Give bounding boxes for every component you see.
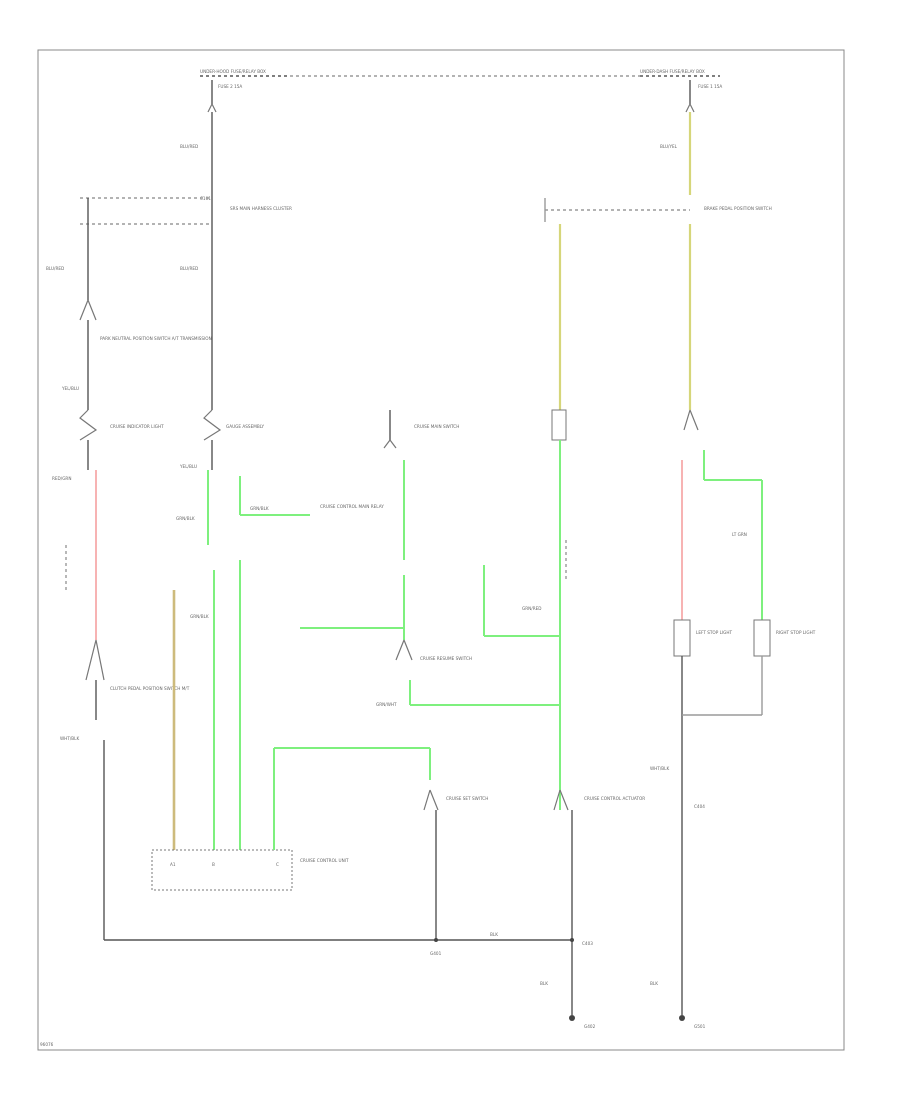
relay-brake: BRAKE PEDAL POSITION SWITCH: [704, 206, 772, 211]
brake-switch-right: LT GRN: [681, 409, 763, 620]
wire-yel-blu-2: YEL/BLU: [179, 464, 197, 469]
wire-blu-red-top: BLU/RED: [180, 144, 198, 149]
wire-grn-blk: GRN/BLK: [250, 506, 269, 511]
ground-g501: G501: [694, 1024, 706, 1029]
left-feed: BLU/RED C101 SRS MAIN HARNESS CLUSTER BL…: [180, 80, 292, 410]
wire-blu-red-left: BLU/RED: [180, 266, 198, 271]
park-neutral-switch: PARK NEUTRAL POSITION SWITCH A/T TRANSMI…: [61, 299, 212, 410]
fuse-bus: UNDER-HOOD FUSE/RELAY BOX UNDER-DASH FUS…: [200, 69, 722, 89]
conn-c404: C404: [694, 804, 705, 809]
control-unit-feed: GRN/BLK: [172, 560, 241, 850]
conn-c101: C101: [200, 196, 211, 201]
fuse-box-right-label: UNDER-DASH FUSE/RELAY BOX: [640, 69, 705, 74]
cluster-right: CLUTCH PEDAL POSITION SWITCH M/T: [110, 686, 190, 691]
conn-c403: C403: [582, 941, 593, 946]
switch-park: PARK NEUTRAL POSITION SWITCH A/T TRANSMI…: [100, 336, 212, 341]
wire-wht-blk-2: WHT/BLK: [650, 766, 669, 771]
left-dashed-bus: BLU/RED: [46, 197, 212, 300]
wire-red-grn: RED/GRN: [52, 476, 71, 481]
pin-a: A1: [170, 862, 176, 867]
ground-bus: BLK C403 G401 BLK BLK G402 G501 C404: [104, 804, 706, 1029]
center-green-trunk: GRN/RED CRUISE CONTROL ACTUATOR: [483, 440, 645, 1015]
lamp-indicator: CRUISE INDICATOR LIGHT: [110, 424, 164, 429]
wire-blu-yel-top: BLU/YEL: [660, 144, 678, 149]
wire-grn-blk-2: GRN/BLK: [176, 516, 195, 521]
wire-lt-grn: LT GRN: [732, 532, 747, 537]
wire-grn-red: GRN/RED: [522, 606, 541, 611]
pin-c: C: [276, 862, 279, 867]
ground-g402: G402: [584, 1024, 596, 1029]
pin-b: B: [212, 862, 215, 867]
module-control: CRUISE CONTROL UNIT: [300, 858, 349, 863]
wire-wht-blk: WHT/BLK: [60, 736, 79, 741]
cruise-main-switch-column: CRUISE MAIN SWITCH CRUISE RESUME SWITCH …: [300, 410, 560, 707]
wire-grn-wht: GRN/WHT: [376, 702, 397, 707]
green-branch-upper: GRN/BLK CRUISE CONTROL MAIN RELAY GRN/BL…: [176, 470, 384, 545]
wire-blk-3: BLK: [650, 981, 658, 986]
wire-yel-blu: YEL/BLU: [61, 386, 79, 391]
lamp-gauge: GAUGE ASSEMBLY: [226, 424, 264, 429]
ground-g401: G401: [430, 951, 442, 956]
wire-blk: BLK: [490, 932, 498, 937]
fuse-box-left-label: UNDER-HOOD FUSE/RELAY BOX: [200, 69, 266, 74]
fuse-right-label: FUSE 1 15A: [698, 84, 722, 89]
wire-blu-red-mid: BLU/RED: [46, 266, 64, 271]
switch-resume: CRUISE RESUME SWITCH: [420, 656, 472, 661]
switch-set: CRUISE SET SWITCH: [446, 796, 488, 801]
lamp-stop-right: RIGHT STOP LIGHT: [776, 630, 816, 635]
relay-power: CRUISE CONTROL MAIN RELAY: [320, 504, 384, 509]
cruise-control-unit: CRUISE CONTROL UNIT A1 B C: [103, 740, 349, 940]
page-code: 96076: [40, 1042, 54, 1047]
diagram-border: [37, 49, 845, 1051]
switch-cruise-main: CRUISE MAIN SWITCH: [414, 424, 459, 429]
cluster-left: CRUISE CONTROL ACTUATOR: [584, 796, 645, 801]
gauge-lamp: GAUGE ASSEMBLY YEL/BLU: [179, 409, 264, 470]
wire-blk-2: BLK: [540, 981, 548, 986]
conn-c101-label: SRS MAIN HARNESS CLUSTER: [230, 206, 292, 211]
set-switch-loop: CRUISE SET SWITCH: [273, 747, 488, 940]
stop-lights: LEFT STOP LIGHT RIGHT STOP LIGHT WHT/BLK: [650, 619, 816, 1015]
wire-grn-blk-3: GRN/BLK: [190, 614, 209, 619]
brake-yellow-columns: BLU/YEL BRAKE PEDAL POSITION SWITCH: [544, 80, 772, 441]
fuse-left-label: FUSE 2 15A: [218, 84, 242, 89]
left-lamp-column: CRUISE INDICATOR LIGHT RED/GRN CLUTCH PE…: [52, 409, 190, 741]
lamp-stop-left: LEFT STOP LIGHT: [696, 630, 733, 635]
